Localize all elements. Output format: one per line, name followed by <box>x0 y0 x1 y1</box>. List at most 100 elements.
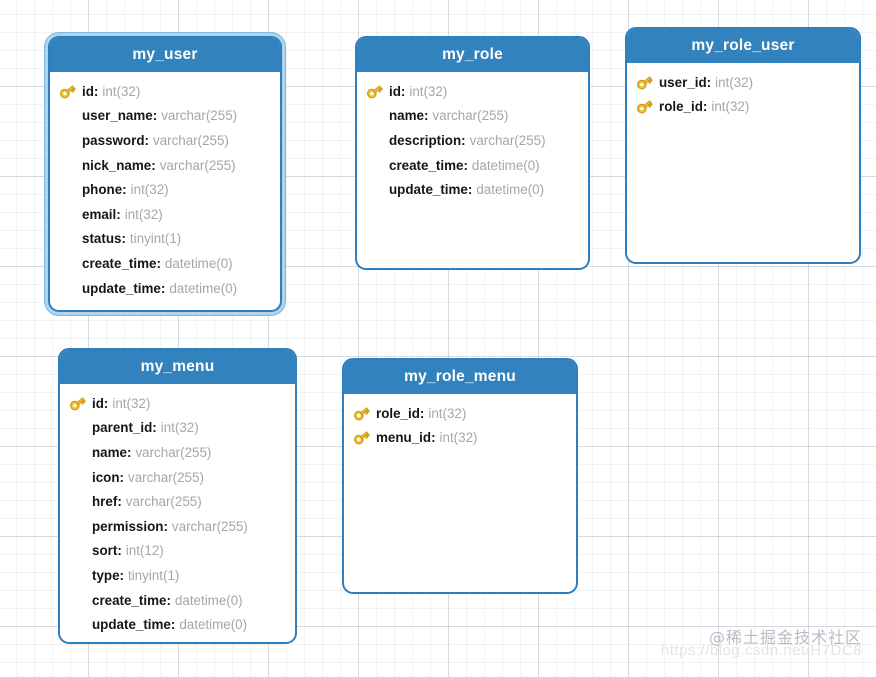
key-slot-empty <box>69 616 92 633</box>
field-row[interactable]: role_id:int(32) <box>627 95 859 120</box>
field-row[interactable]: name:varchar(255) <box>357 104 588 129</box>
field-separator: : <box>126 444 132 460</box>
watermark-url: https://blog.csdn.net/H7DC8 <box>660 642 862 659</box>
field-row[interactable]: user_id:int(32) <box>627 70 859 95</box>
field-separator: : <box>419 405 425 421</box>
field-row[interactable]: id:int(32) <box>60 391 295 416</box>
field-name: name <box>389 108 424 124</box>
key-slot-empty <box>59 157 82 174</box>
key-slot-empty <box>59 206 82 223</box>
field-row[interactable]: email:int(32) <box>50 202 280 227</box>
field-name: sort <box>92 543 118 559</box>
table-title-my_role[interactable]: my_role <box>357 38 588 72</box>
field-separator: : <box>151 157 156 173</box>
field-row[interactable]: create_time:datetime(0) <box>60 588 295 613</box>
table-fields-my_user: id:int(32)user_name:varchar(255)password… <box>50 72 280 306</box>
field-row[interactable]: status:tinyint(1) <box>50 227 280 252</box>
field-separator: : <box>431 430 436 446</box>
field-row[interactable]: nick_name:varchar(255) <box>50 153 280 178</box>
field-row[interactable]: sort:int(12) <box>60 539 295 564</box>
field-row[interactable]: menu_id:int(32) <box>344 426 576 451</box>
field-name: status <box>82 231 122 247</box>
field-row[interactable]: update_time:datetime(0) <box>60 612 295 637</box>
table-fields-my_role: id:int(32)name:varchar(255)description:v… <box>357 72 588 208</box>
field-type: datetime(0) <box>471 157 540 173</box>
field-name: update_time <box>389 182 468 198</box>
field-type: int(12) <box>125 543 164 559</box>
table-title-my_menu[interactable]: my_menu <box>60 350 295 384</box>
field-name: role_id <box>659 99 703 115</box>
field-separator: : <box>119 469 124 485</box>
table-fields-my_role_user: user_id:int(32)role_id:int(32) <box>627 63 859 125</box>
field-name: create_time <box>82 255 157 271</box>
field-row[interactable]: id:int(32) <box>357 79 588 104</box>
field-name: id <box>82 83 94 99</box>
field-separator: : <box>152 108 158 124</box>
field-type: int(32) <box>102 83 141 99</box>
field-separator: : <box>117 543 122 559</box>
field-name: email <box>82 206 117 222</box>
field-name: user_name <box>82 108 153 124</box>
field-separator: : <box>156 255 161 271</box>
field-separator: : <box>166 592 171 608</box>
field-type: int(32) <box>112 395 151 411</box>
table-title-my_user[interactable]: my_user <box>50 38 280 72</box>
key-slot-empty <box>366 107 389 124</box>
field-separator: : <box>706 74 712 90</box>
primary-key-icon <box>636 74 659 91</box>
field-name: create_time <box>389 157 464 173</box>
key-slot-empty <box>69 444 92 461</box>
field-type: int(32) <box>711 99 750 115</box>
field-row[interactable]: create_time:datetime(0) <box>357 153 588 178</box>
key-slot-empty <box>69 493 92 510</box>
field-name: phone <box>82 182 123 198</box>
field-type: varchar(255) <box>135 444 212 460</box>
field-row[interactable]: update_time:datetime(0) <box>50 276 280 301</box>
field-separator: : <box>117 494 122 510</box>
table-title-my_role_menu[interactable]: my_role_menu <box>344 360 576 394</box>
table-fields-my_role_menu: role_id:int(32)menu_id:int(32) <box>344 394 576 456</box>
field-type: varchar(255) <box>152 132 229 148</box>
field-row[interactable]: type:tinyint(1) <box>60 563 295 588</box>
field-row[interactable]: icon:varchar(255) <box>60 465 295 490</box>
field-row[interactable]: role_id:int(32) <box>344 401 576 426</box>
field-row[interactable]: name:varchar(255) <box>60 440 295 465</box>
field-separator: : <box>160 280 166 296</box>
field-row[interactable]: phone:int(32) <box>50 177 280 202</box>
field-type: int(32) <box>428 405 467 421</box>
field-name: permission <box>92 518 164 534</box>
field-type: int(32) <box>130 182 169 198</box>
field-separator: : <box>103 395 109 411</box>
field-row[interactable]: parent_id:int(32) <box>60 416 295 441</box>
field-row[interactable]: permission:varchar(255) <box>60 514 295 539</box>
field-row[interactable]: id:int(32) <box>50 79 280 104</box>
field-separator: : <box>152 420 157 436</box>
key-slot-empty <box>59 255 82 272</box>
field-name: user_id <box>659 74 707 90</box>
table-title-my_role_user[interactable]: my_role_user <box>627 29 859 63</box>
field-name: id <box>92 395 104 411</box>
field-row[interactable]: href:varchar(255) <box>60 489 295 514</box>
field-row[interactable]: description:varchar(255) <box>357 128 588 153</box>
field-separator: : <box>400 83 406 99</box>
field-row[interactable]: create_time:datetime(0) <box>50 251 280 276</box>
field-separator: : <box>121 231 126 247</box>
field-type: varchar(255) <box>161 108 238 124</box>
field-type: datetime(0) <box>476 182 545 198</box>
key-slot-empty <box>366 181 389 198</box>
table-fields-my_menu: id:int(32)parent_id:int(32)name:varchar(… <box>60 384 295 642</box>
field-row[interactable]: update_time:datetime(0) <box>357 177 588 202</box>
field-name: href <box>92 494 118 510</box>
field-row[interactable]: password:varchar(255) <box>50 128 280 153</box>
field-separator: : <box>170 617 176 633</box>
field-name: role_id <box>376 405 420 421</box>
field-name: update_time <box>82 280 161 296</box>
field-row[interactable]: user_name:varchar(255) <box>50 104 280 129</box>
key-slot-empty <box>366 157 389 174</box>
